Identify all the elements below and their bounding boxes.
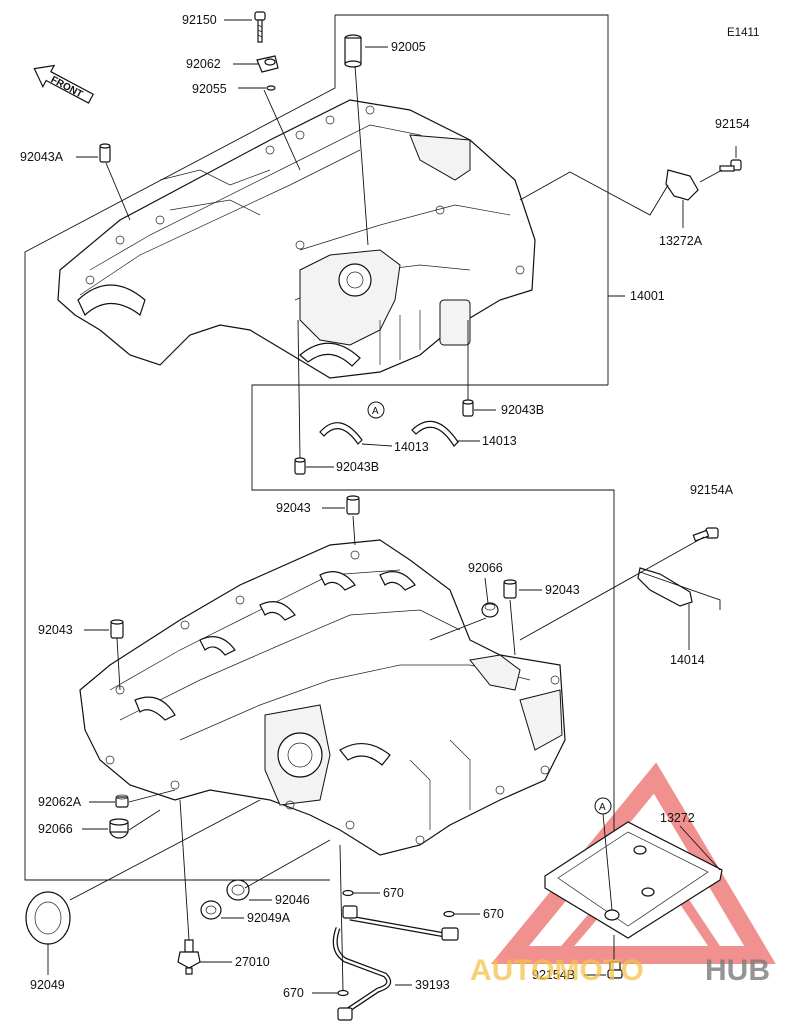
pipe-39193 [332, 905, 459, 1021]
label-14001: 14001 [630, 289, 665, 303]
label-92049: 92049 [30, 978, 65, 992]
switch-27010 [177, 939, 201, 975]
bolt-92154A [692, 527, 719, 542]
label-27010: 27010 [235, 955, 270, 969]
plug-92066-mid [481, 602, 499, 618]
plate-13272A [665, 169, 699, 201]
dowel-92043-top [346, 495, 360, 515]
upper-case-frame [24, 14, 615, 881]
label-92154B: 92154B [532, 968, 575, 982]
part-labels: 92150 92062 92055 92005 92043A 92154 132… [20, 13, 750, 1000]
label-670-top: 670 [383, 886, 404, 900]
label-92062: 92062 [186, 57, 221, 71]
plug-92066-left [109, 818, 129, 839]
label-92154A: 92154A [690, 483, 734, 497]
fitting-92062A [115, 794, 129, 808]
label-14014: 14014 [670, 653, 705, 667]
bolt-92154 [719, 159, 742, 172]
ref-marker-A-lower: A [594, 797, 612, 815]
ring-14013-left [319, 422, 363, 445]
label-670-bottom: 670 [283, 986, 304, 1000]
front-arrow-icon: FRONT [33, 64, 95, 104]
cover-13272 [544, 821, 723, 939]
seal-92049 [25, 891, 71, 945]
label-39193: 39193 [415, 978, 450, 992]
label-92049A: 92049A [247, 911, 291, 925]
label-14013-right: 14013 [482, 434, 517, 448]
label-92043B-left: 92043B [336, 460, 379, 474]
dowel-92043-left [110, 619, 124, 639]
svg-text:AUTOMOTO: AUTOMOTO [470, 954, 644, 987]
dowel-92043A [99, 143, 111, 163]
bearing-92046 [226, 879, 250, 901]
watermark: AUTOMOTO HUB [470, 954, 770, 987]
sleeve-92005 [344, 34, 362, 68]
leader-lines [47, 19, 737, 994]
label-92066-left: 92066 [38, 822, 73, 836]
oring-92055 [266, 85, 276, 91]
label-13272: 13272 [660, 811, 695, 825]
label-13272A: 13272A [659, 234, 703, 248]
bolt-92150 [254, 11, 266, 43]
svg-text:HUB: HUB [705, 954, 770, 987]
washer-670-bottom [337, 989, 349, 997]
label-92154: 92154 [715, 117, 750, 131]
washer-670-top [342, 889, 354, 897]
diagram-code: E1411 [727, 27, 759, 39]
label-92150: 92150 [182, 13, 217, 27]
ring-14013-right [411, 420, 459, 447]
label-92055: 92055 [192, 82, 227, 96]
svg-text:A: A [372, 406, 379, 417]
plate-14014 [637, 567, 693, 607]
dowel-92043B-left [294, 457, 306, 475]
label-92046: 92046 [275, 893, 310, 907]
washer-670-right [443, 910, 455, 918]
lower-crankcase [79, 539, 566, 856]
label-92043-top: 92043 [276, 501, 311, 515]
bolt-92154B [607, 961, 623, 979]
svg-text:A: A [599, 802, 606, 813]
label-92043A: 92043A [20, 150, 64, 164]
dowel-92043-right [503, 579, 517, 599]
label-670-right: 670 [483, 907, 504, 921]
upper-crankcase [57, 99, 536, 379]
seal-92049A [200, 900, 222, 920]
ref-marker-A-upper: A [367, 401, 385, 419]
fitting-92062 [256, 55, 279, 73]
label-92043-right: 92043 [545, 583, 580, 597]
label-92043B-right: 92043B [501, 403, 544, 417]
label-92066-mid: 92066 [468, 561, 503, 575]
label-92005: 92005 [391, 40, 426, 54]
front-label: FRONT [49, 74, 85, 100]
dowel-92043B-right [462, 399, 474, 417]
label-92043-left: 92043 [38, 623, 73, 637]
label-92062A: 92062A [38, 795, 82, 809]
label-14013-left: 14013 [394, 440, 429, 454]
